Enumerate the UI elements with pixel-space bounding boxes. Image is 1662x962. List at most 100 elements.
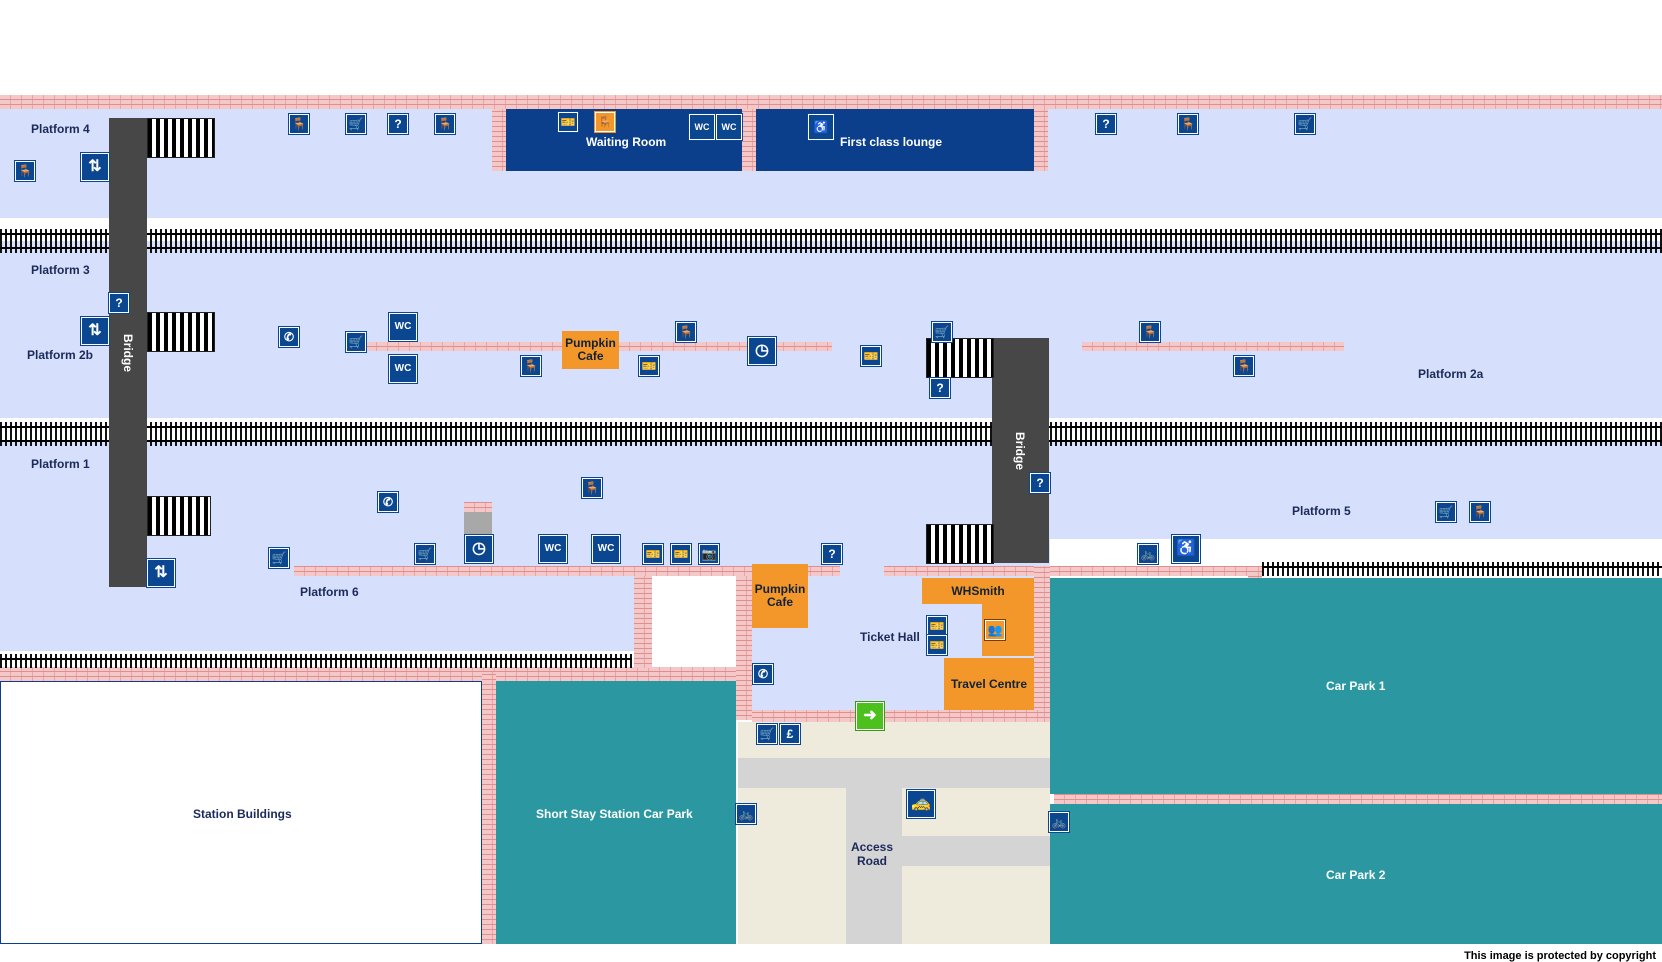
photo-icon[interactable]: 📷 <box>699 544 719 564</box>
ticket-machine-icon[interactable]: 🎫 <box>639 356 659 376</box>
whsmith[interactable]: WHSmith <box>922 578 1034 604</box>
platform-2-3-area <box>0 241 1662 418</box>
trolley-icon[interactable]: 🛒 <box>269 548 289 568</box>
concourse-wall-right <box>1034 566 1050 722</box>
seat-icon[interactable]: 🪑 <box>521 356 541 376</box>
pumpkin-cafe-concourse-label: Pumpkin Cafe <box>754 582 806 609</box>
ticket-machine-icon[interactable]: 🎫 <box>671 544 691 564</box>
trolley-icon[interactable]: 🛒 <box>932 322 952 342</box>
concourse-wall-left <box>736 576 752 720</box>
travel-centre-label: Travel Centre <box>950 676 1028 691</box>
lift-icon[interactable]: ⇅ <box>81 317 109 345</box>
lift-icon[interactable]: ⇅ <box>147 559 175 587</box>
concourse-wall-bottom <box>752 710 1042 722</box>
stairs-p2b <box>147 312 215 352</box>
car-park-1[interactable] <box>1050 578 1662 794</box>
bridge-west-label: Bridge <box>121 333 136 372</box>
bridge-east[interactable]: Bridge <box>992 338 1049 563</box>
pumpkin-cafe-island[interactable]: Pumpkin Cafe <box>562 331 619 369</box>
road-lane-lower <box>902 836 1050 866</box>
phone-icon[interactable]: ✆ <box>279 327 299 347</box>
car-park-2[interactable] <box>1050 804 1662 944</box>
seat-icon[interactable]: 🪑 <box>1140 322 1160 342</box>
info-icon[interactable]: ? <box>388 114 408 134</box>
waiting-seat-icon[interactable]: ◷ <box>748 337 776 365</box>
seat-icon[interactable]: 🪑 <box>595 112 615 132</box>
info-icon[interactable]: ? <box>1096 114 1116 134</box>
seat-icon[interactable]: 🪑 <box>1234 356 1254 376</box>
first-class-lounge[interactable] <box>756 109 1034 171</box>
track-platform-5 <box>1262 562 1662 576</box>
phone-icon[interactable]: ✆ <box>378 492 398 512</box>
exit-icon[interactable]: ➜ <box>856 702 884 730</box>
stairs-p4 <box>147 118 215 158</box>
seat-icon[interactable]: 🪑 <box>582 478 602 498</box>
stairs-p1 <box>147 496 211 536</box>
seat-icon[interactable]: 🪑 <box>435 114 455 134</box>
info-icon[interactable]: ? <box>109 293 129 313</box>
taxi-icon[interactable]: 🚕 <box>907 790 935 818</box>
bike-icon[interactable]: 🚲 <box>1138 544 1158 564</box>
trolley-icon[interactable]: 🛒 <box>757 724 777 744</box>
wc-icon[interactable]: WC <box>539 535 567 563</box>
info-icon[interactable]: ? <box>822 544 842 564</box>
seat-icon[interactable]: 🪑 <box>289 114 309 134</box>
access-road-label: Access Road <box>850 840 894 868</box>
bike-icon[interactable]: 🚲 <box>1049 812 1069 832</box>
wc-disabled-icon[interactable]: ♿ <box>1172 535 1200 563</box>
courtyard <box>652 576 736 667</box>
platform-2b-label: Platform 2b <box>27 348 94 362</box>
info-icon[interactable]: ? <box>1030 473 1050 493</box>
stairs-p5 <box>926 524 994 564</box>
ticket-machine-icon[interactable]: 🎫 <box>927 616 947 636</box>
bridge-west[interactable]: Bridge <box>109 118 147 587</box>
ticket-machine-icon[interactable]: 🎫 <box>643 544 663 564</box>
island-wall-right <box>1082 342 1344 351</box>
seat-icon[interactable]: 🪑 <box>676 322 696 342</box>
road-lane-vertical <box>846 758 902 944</box>
travel-centre[interactable]: Travel Centre <box>944 658 1034 710</box>
staff-icon: 👥 <box>985 620 1005 640</box>
bridge-east-label: Bridge <box>1013 431 1028 470</box>
trolley-icon[interactable]: 🛒 <box>415 544 435 564</box>
waiting-room-label: Waiting Room <box>586 135 667 149</box>
platform-2a-label: Platform 2a <box>1418 367 1484 381</box>
ticket-machine-icon[interactable]: 🎫 <box>861 346 881 366</box>
trolley-icon[interactable]: 🛒 <box>346 114 366 134</box>
seat-icon[interactable]: 🪑 <box>1470 502 1490 522</box>
courtyard-wall-left <box>634 576 652 668</box>
buildings-wall <box>482 672 496 944</box>
platform-6-wall <box>294 566 840 576</box>
wc-icon[interactable]: WC <box>716 114 742 140</box>
north-wall <box>0 95 1662 109</box>
ticket-machine-icon[interactable]: 🎫 <box>927 635 947 655</box>
trolley-icon[interactable]: 🛒 <box>1436 502 1456 522</box>
bike-icon[interactable]: 🚲 <box>736 804 756 824</box>
platform-6-label: Platform 6 <box>300 585 359 599</box>
seat-icon[interactable]: 🪑 <box>15 161 35 181</box>
whsmith-label: WHSmith <box>951 583 1005 598</box>
wc-icon[interactable]: WC <box>592 535 620 563</box>
pumpkin-cafe-concourse[interactable]: Pumpkin Cafe <box>752 564 808 628</box>
ticket-machine-icon[interactable]: 🎫 <box>558 112 578 132</box>
wc-icon[interactable]: WC <box>389 313 417 341</box>
platform-5-wall-left <box>884 566 1264 576</box>
short-stay-car-park[interactable] <box>496 681 736 944</box>
phone-icon[interactable]: ✆ <box>753 664 773 684</box>
wc-icon[interactable]: WC <box>689 114 715 140</box>
lift-icon[interactable]: ⇅ <box>81 153 109 181</box>
station-buildings <box>0 681 482 944</box>
lounge-wall-mid <box>742 109 756 171</box>
cash-icon[interactable]: £ <box>780 724 800 744</box>
waiting-seat-icon[interactable]: ◷ <box>465 535 493 563</box>
station-buildings-label: Station Buildings <box>193 807 292 821</box>
platform-1-area <box>0 441 1662 539</box>
trolley-icon[interactable]: 🛒 <box>346 332 366 352</box>
grey-kiosk <box>464 512 492 534</box>
info-icon[interactable]: ? <box>930 378 950 398</box>
platform-1-label: Platform 1 <box>31 457 90 471</box>
wc-icon[interactable]: WC <box>389 355 417 383</box>
wc-disabled-icon[interactable]: ♿ <box>808 114 834 140</box>
seat-icon[interactable]: 🪑 <box>1178 114 1198 134</box>
trolley-icon[interactable]: 🛒 <box>1295 114 1315 134</box>
